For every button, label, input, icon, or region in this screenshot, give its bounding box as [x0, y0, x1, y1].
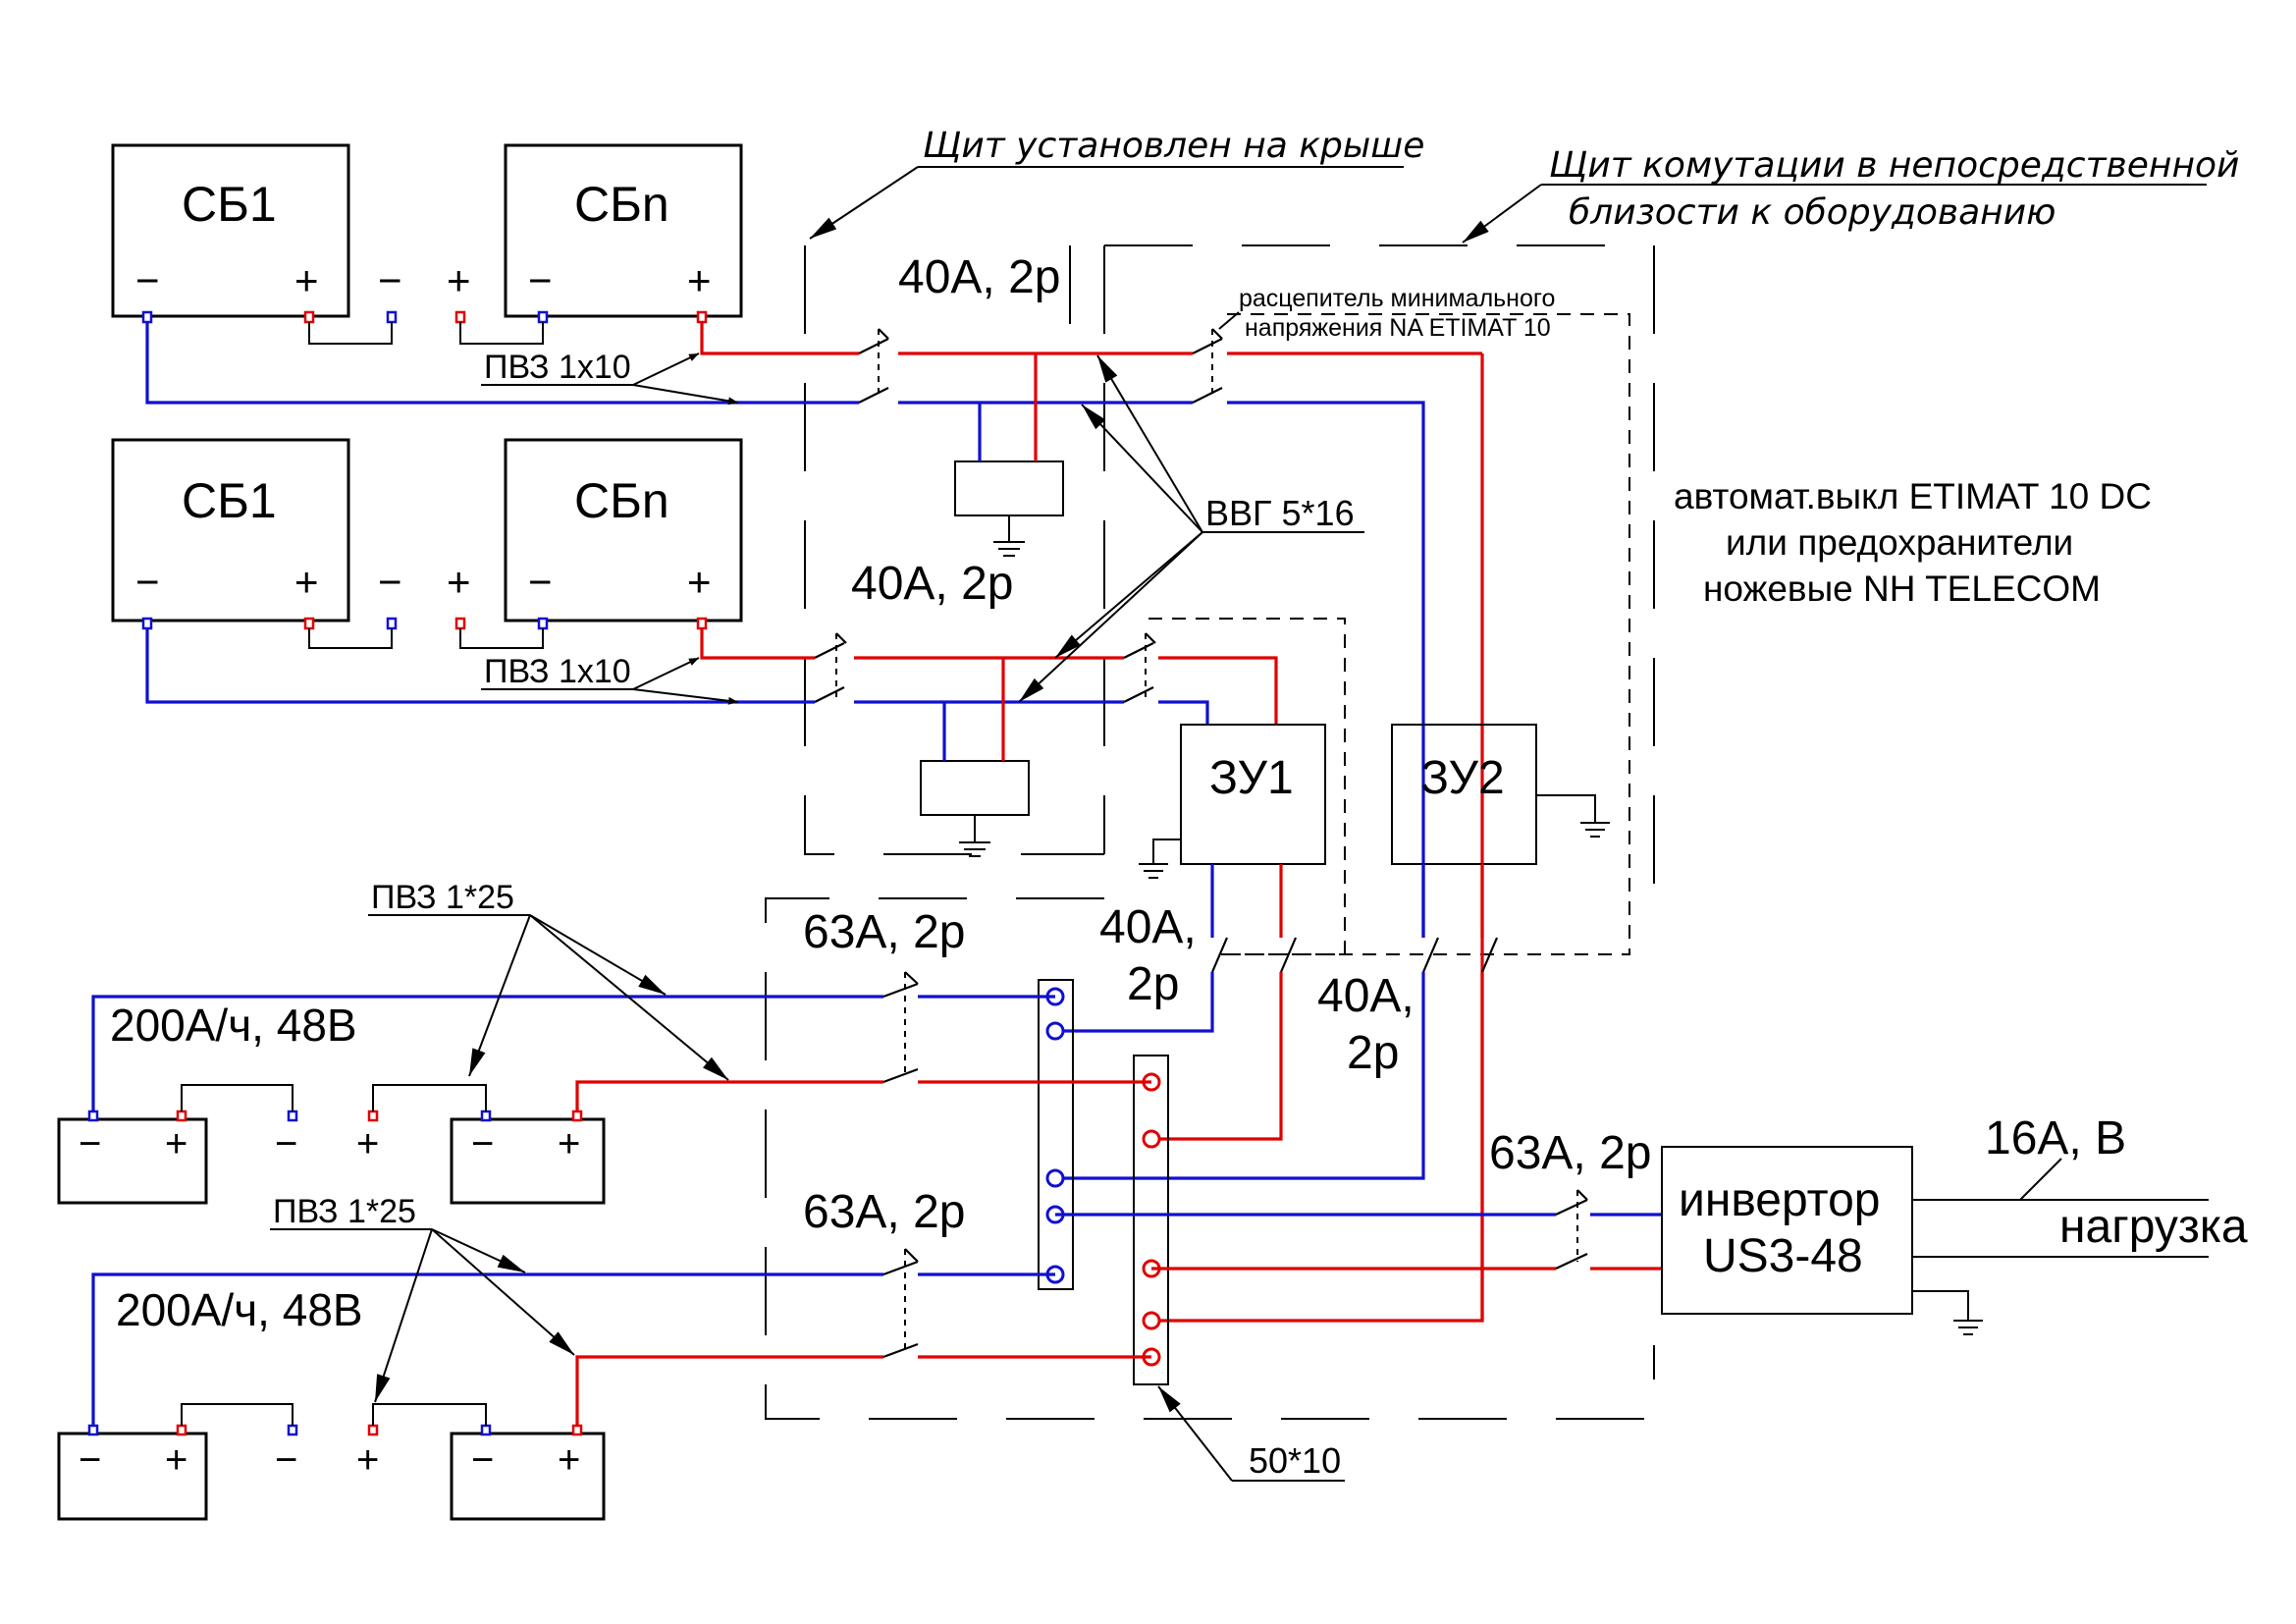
svg-text:−: −: [135, 559, 160, 605]
breaker-bat2: [882, 1248, 919, 1359]
breaker-zu1-out: [1210, 937, 1298, 973]
breaker-top1b: [1192, 328, 1223, 404]
breaker-bat1-label: 63А, 2р: [803, 906, 965, 958]
svg-text:ПВЗ 1х10: ПВЗ 1х10: [484, 653, 631, 690]
breaker-zu2-label-a: 40А,: [1317, 970, 1415, 1022]
series-minus: −: [378, 257, 402, 303]
breaker-zu1-label-a: 40А,: [1099, 901, 1197, 953]
breaker-top1: [858, 328, 889, 404]
breaker-bat2-label: 63А, 2р: [803, 1186, 965, 1238]
svg-text:+: +: [165, 1438, 187, 1482]
svg-text:+: +: [356, 1438, 379, 1482]
svg-text:−: −: [79, 1438, 101, 1482]
protection-note-2: или предохранители: [1726, 522, 2073, 563]
busbar-negative: [1038, 979, 1074, 1290]
svg-text:−: −: [471, 1438, 494, 1482]
svg-text:ВВГ 5*16: ВВГ 5*16: [1205, 493, 1355, 533]
busbar-positive: [1133, 1055, 1169, 1385]
breaker-zu1-label-b: 2р: [1127, 958, 1179, 1010]
svg-text:+: +: [356, 1122, 379, 1165]
svg-text:−: −: [135, 257, 160, 303]
breaker-bat1: [882, 971, 919, 1084]
svg-text:−: −: [528, 257, 553, 303]
svg-text:−: −: [275, 1438, 297, 1482]
solar-panel-label: СБ1: [182, 177, 277, 232]
svg-text:−: −: [275, 1122, 297, 1165]
svg-text:ПВЗ 1*25: ПВЗ 1*25: [273, 1193, 416, 1230]
svg-text:+: +: [294, 559, 319, 605]
charger-zu2: ЗУ2: [1391, 724, 1537, 865]
svg-text:+: +: [294, 257, 319, 303]
svg-text:−: −: [378, 559, 402, 605]
svg-text:ПВЗ 1х10: ПВЗ 1х10: [484, 349, 631, 386]
battery-capacity: 200А/ч, 48В: [110, 1000, 357, 1051]
undervoltage-note-2: напряжения NA ETIMAT 10: [1245, 314, 1551, 342]
svg-text:US3-48: US3-48: [1703, 1230, 1863, 1282]
svg-text:−: −: [79, 1122, 101, 1165]
cable-bat2-callout: ПВЗ 1*25: [270, 1193, 575, 1403]
svg-text:+: +: [687, 559, 712, 605]
switching-panel-label-2: близости к оборудованию: [1569, 192, 2056, 233]
protection-note-1: автомат.выкл ETIMAT 10 DC: [1674, 476, 2152, 516]
cable-pv2-callout: ПВЗ 1х10: [481, 653, 739, 705]
roof-panel-callout: Щит установлен на крыше: [809, 126, 1424, 240]
solar-panel-1a: СБ1 − +: [111, 143, 350, 318]
charger1-boundary: [1148, 618, 1346, 955]
series-plus: +: [447, 257, 471, 303]
solar-panel-label: СБ1: [182, 473, 277, 528]
svg-text:+: +: [447, 559, 471, 605]
svg-text:ЗУ1: ЗУ1: [1209, 752, 1294, 804]
undervoltage-note-1: расцепитель минимального: [1239, 285, 1555, 312]
switching-panel-label-1: Щит комутации в непосредственной: [1549, 145, 2239, 186]
battery-bank-2: − + − + − + 200А/ч, 48В: [57, 1284, 606, 1521]
svg-text:+: +: [165, 1122, 187, 1165]
switching-panel-boundary: [765, 244, 1655, 1420]
svg-text:−: −: [471, 1122, 494, 1165]
breaker-zu2-label-b: 2р: [1347, 1027, 1399, 1079]
solar-panel-label: СБn: [574, 473, 669, 528]
svg-text:ЗУ2: ЗУ2: [1420, 752, 1505, 804]
solar-panel-2a: СБ1 − +: [111, 438, 350, 623]
undervoltage-boundary: [1217, 313, 1630, 955]
svg-text:ПВЗ 1*25: ПВЗ 1*25: [371, 879, 514, 916]
cable-bat1-callout: ПВЗ 1*25: [368, 879, 729, 1081]
svg-text:+: +: [558, 1438, 580, 1482]
ground-symbol: [993, 515, 1025, 557]
protection-note-3: ножевые NH TELECOM: [1703, 568, 2101, 609]
svg-text:+: +: [558, 1122, 580, 1165]
busbar-callout: 50*10: [1157, 1385, 1345, 1482]
breaker-top1-label: 40А, 2р: [898, 251, 1060, 303]
breaker-top2: [814, 632, 847, 703]
svg-text:+: +: [687, 257, 712, 303]
cable-vvg-callout: ВВГ 5*16: [1018, 354, 1364, 703]
cable-pv1-callout: ПВЗ 1х10: [481, 349, 739, 406]
solar-panel-label: СБn: [574, 177, 669, 232]
breaker-top2b: [1123, 632, 1156, 703]
inverter-box: инвертор US3-48: [1661, 1146, 1913, 1315]
breaker-inverter-label: 63А, 2р: [1489, 1127, 1651, 1179]
breaker-inverter: [1555, 1189, 1588, 1270]
svg-text:−: −: [528, 559, 553, 605]
charger-zu1: ЗУ1: [1180, 724, 1326, 865]
breaker-top2-label: 40А, 2р: [851, 558, 1013, 610]
roof-panel-boundary: [804, 245, 1105, 855]
roof-panel-label: Щит установлен на крыше: [923, 126, 1424, 166]
battery-bank-1: − + − + − + 200А/ч, 48В: [57, 1000, 606, 1205]
svg-text:инвертор: инвертор: [1679, 1174, 1880, 1226]
load-label: нагрузка: [2059, 1201, 2248, 1253]
load-breaker-label: 16А, В: [1985, 1112, 2126, 1164]
solar-panel-2n: СБn − +: [504, 438, 743, 623]
breaker-zu2-out: [1421, 937, 1499, 973]
svg-text:50*10: 50*10: [1249, 1440, 1341, 1481]
battery-capacity: 200А/ч, 48В: [116, 1284, 363, 1335]
solar-panel-1n: СБn − +: [504, 143, 743, 318]
switching-panel-callout: Щит комутации в непосредственной близост…: [1462, 145, 2239, 244]
